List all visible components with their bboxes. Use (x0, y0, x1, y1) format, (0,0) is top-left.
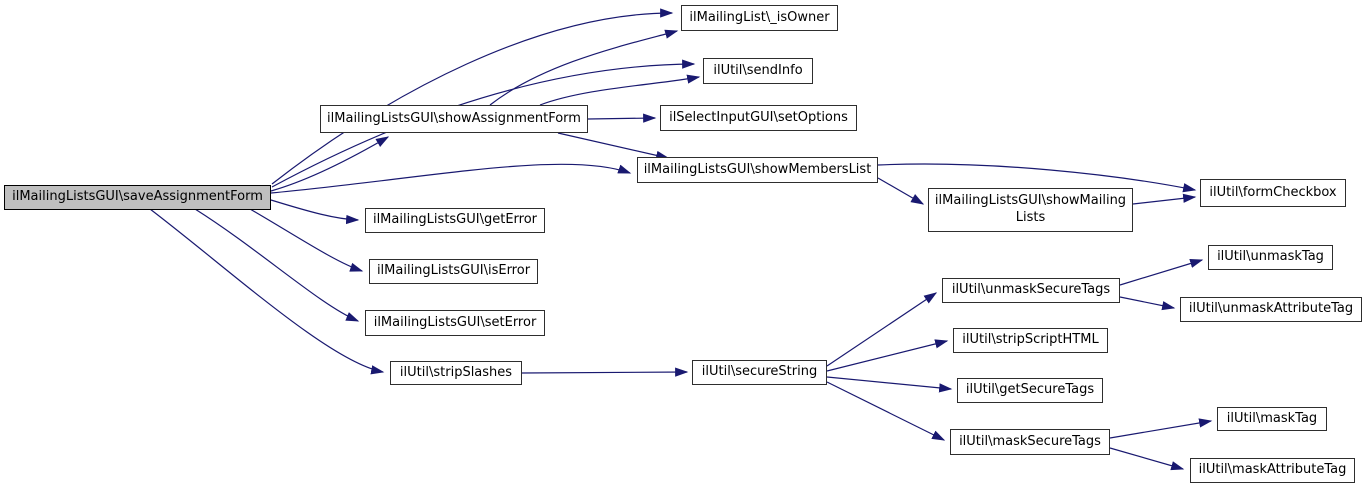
node-isOwner[interactable]: ilMailingList\_isOwner (681, 5, 838, 31)
node-maskAttributeTag[interactable]: ilUtil\maskAttributeTag (1190, 458, 1355, 483)
edge-maskSecureTags-maskTag (1109, 418, 1213, 439)
node-saveAssignmentForm[interactable]: ilMailingListsGUI\saveAssignmentForm (4, 185, 271, 210)
edge-saveAssignmentForm-setError (194, 208, 360, 322)
edge-secureString-getSecureTags (826, 376, 953, 393)
edge-stripSlashes-secureString (521, 367, 689, 377)
edge-maskSecureTags-maskAttributeTag (1109, 447, 1185, 471)
edge-saveAssignmentForm-sendInfo (271, 59, 696, 188)
edge-unmaskSecureTags-unmaskAttributeTag (1119, 296, 1176, 311)
node-unmaskSecureTags[interactable]: ilUtil\unmaskSecureTags (942, 278, 1120, 303)
edge-secureString-stripScriptHTML (826, 339, 949, 372)
node-showMailingLists[interactable]: ilMailingListsGUI\showMailing Lists (928, 188, 1133, 232)
node-showMembersList[interactable]: ilMailingListsGUI\showMembersList (637, 157, 878, 183)
node-sendInfo[interactable]: ilUtil\sendInfo (703, 58, 813, 84)
edge-saveAssignmentForm-isOwner (271, 8, 674, 185)
edge-saveAssignmentForm-showMembersList (270, 163, 632, 194)
node-setOptions[interactable]: ilSelectInputGUI\setOptions (660, 105, 857, 131)
node-showAssignmentForm[interactable]: ilMailingListsGUI\showAssignmentForm (320, 105, 588, 133)
node-stripSlashes[interactable]: ilUtil\stripSlashes (390, 361, 522, 385)
node-unmaskAttributeTag[interactable]: ilUtil\unmaskAttributeTag (1180, 297, 1362, 322)
node-isError[interactable]: ilMailingListsGUI\isError (369, 259, 538, 284)
edge-saveAssignmentForm-getError (270, 199, 360, 225)
node-secureString[interactable]: ilUtil\secureString (692, 360, 827, 385)
edge-saveAssignmentForm-showAssignmentForm (270, 136, 390, 192)
node-formCheckbox[interactable]: ilUtil\formCheckbox (1200, 179, 1346, 207)
node-unmaskTag[interactable]: ilUtil\unmaskTag (1208, 245, 1333, 270)
node-stripScriptHTML[interactable]: ilUtil\stripScriptHTML (953, 328, 1108, 353)
edge-showMembersList-showMailingLists (877, 177, 925, 205)
edge-showAssignmentForm-showMembersList (557, 132, 670, 160)
edge-showMembersList-formCheckbox (877, 163, 1197, 193)
node-getError[interactable]: ilMailingListsGUI\getError (365, 208, 545, 233)
edge-showAssignmentForm-isOwner (489, 29, 679, 106)
edge-showAssignmentForm-sendInfo (539, 74, 701, 106)
node-maskTag[interactable]: ilUtil\maskTag (1217, 407, 1327, 431)
edge-showMailingLists-formCheckbox (1132, 193, 1197, 205)
edge-secureString-unmaskSecureTags (826, 292, 938, 367)
edge-saveAssignmentForm-isError (249, 208, 364, 272)
edge-showAssignmentForm-setOptions (587, 113, 657, 123)
edge-saveAssignmentForm-stripSlashes (149, 208, 385, 375)
node-getSecureTags[interactable]: ilUtil\getSecureTags (957, 378, 1103, 403)
node-maskSecureTags[interactable]: ilUtil\maskSecureTags (950, 429, 1110, 455)
edge-unmaskSecureTags-unmaskTag (1119, 259, 1204, 286)
node-setError[interactable]: ilMailingListsGUI\setError (365, 310, 545, 336)
edge-secureString-maskSecureTags (826, 381, 946, 441)
